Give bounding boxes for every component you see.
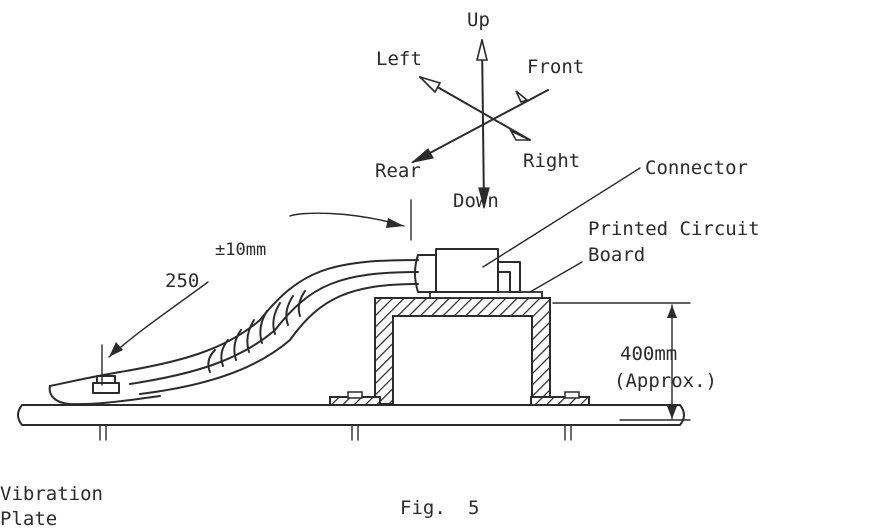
connector — [414, 248, 521, 293]
right-arrow-icon — [509, 129, 531, 141]
direction-down-label: Down — [453, 190, 499, 212]
direction-up-label: Up — [467, 9, 490, 31]
height-value: 400mm — [620, 343, 677, 365]
direction-front-label: Front — [527, 56, 584, 78]
cable-length-dimension: 250 ±10mm — [101, 199, 412, 386]
vibration-plate-label-line1: Vibration — [0, 483, 103, 505]
vibration-plate — [17, 404, 685, 441]
pcb-label-line2: Board — [588, 244, 645, 266]
front-rear-axis — [412, 89, 549, 163]
down-arrow-icon — [478, 187, 490, 210]
left-arrow-icon — [419, 76, 442, 94]
figure-caption-prefix: Fig. — [400, 497, 446, 519]
direction-right-label: Right — [523, 150, 580, 172]
height-approx: (Approx.) — [614, 370, 717, 392]
up-arrow-icon — [475, 39, 489, 61]
up-down-axis — [481, 39, 485, 208]
figure-caption-number: 5 — [468, 497, 479, 519]
direction-rear-label: Rear — [375, 160, 421, 182]
mounting-nut — [92, 382, 120, 394]
cable-length-tolerance: ±10mm — [215, 240, 266, 260]
connector-leader — [482, 167, 641, 268]
cable-length-value: 250 — [165, 270, 199, 292]
rear-arrow-icon — [410, 148, 434, 164]
pcb-label-line1: Printed Circuit — [588, 218, 760, 240]
connector-label: Connector — [645, 157, 748, 179]
direction-compass: Up Down Left Right Front Rear — [375, 9, 584, 212]
cable-harness — [48, 259, 419, 406]
vibration-plate-label-line2: Plate — [0, 508, 57, 529]
direction-left-label: Left — [376, 48, 422, 70]
pcb-bracket — [329, 297, 590, 406]
height-dimension: 400mm (Approx.) — [552, 302, 717, 421]
front-arrow-icon — [515, 90, 529, 103]
pcb-leader — [529, 261, 583, 293]
